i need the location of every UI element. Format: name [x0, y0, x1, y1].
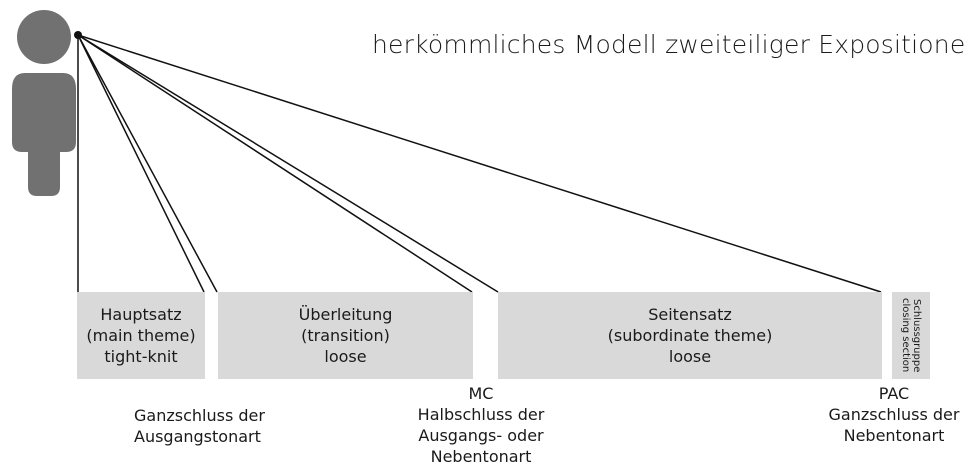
- section-hauptsatz: Hauptsatz (main theme) tight-knit: [77, 292, 205, 379]
- diagram-title: herkömmliches Modell zweiteiliger Exposi…: [372, 30, 968, 59]
- cadence-line: Ganzschluss der: [828, 405, 960, 424]
- cadence-line: Halbschluss der: [417, 405, 545, 424]
- line-to-seitensatz-start: [77, 34, 499, 293]
- section-label: Schlussgruppe: [911, 298, 922, 373]
- section-character: loose: [324, 347, 367, 366]
- line-to-ueberleitung-start: [77, 34, 218, 293]
- cadence-line: Ausgangstonart: [134, 427, 261, 446]
- section-character: loose: [668, 347, 712, 366]
- section-label: Überleitung: [298, 305, 393, 324]
- line-to-ueberleitung-end: [77, 34, 473, 293]
- section-character: tight-knit: [104, 347, 178, 366]
- cadence-line: Ganzschluss der: [134, 406, 265, 425]
- cadence-line: Nebentonart: [430, 447, 532, 466]
- section-translation: (subordinate theme): [607, 326, 773, 345]
- section-translation: closing section: [900, 298, 911, 373]
- section-translation: (main theme): [86, 326, 196, 345]
- cadence-abbreviation: PAC: [878, 384, 910, 403]
- viewpoint-dot: [74, 31, 82, 39]
- line-to-seitensatz-end: [77, 34, 882, 293]
- cadence-line: Ausgangs- oder: [418, 426, 544, 445]
- cadence-tonic-pac: Ganzschluss der Ausgangstonart: [134, 405, 265, 447]
- cadence-secondary-pac: PAC Ganzschluss der Nebentonart: [823, 383, 965, 446]
- cadence-medial-caesura: MC Halbschluss der Ausgangs- oder Nebent…: [416, 383, 546, 467]
- section-schlussgruppe: Schlussgruppe closing section: [892, 292, 930, 379]
- cadence-abbreviation: MC: [468, 384, 494, 403]
- section-seitensatz: Seitensatz (subordinate theme) loose: [498, 292, 882, 379]
- person-silhouette-icon: [12, 10, 76, 196]
- section-label: Seitensatz: [648, 305, 732, 324]
- line-to-hauptsatz-end: [77, 34, 205, 293]
- section-translation: (transition): [301, 326, 390, 345]
- perspective-lines: [77, 34, 882, 293]
- cadence-line: Nebentonart: [843, 426, 945, 445]
- section-label: Hauptsatz: [100, 305, 182, 324]
- section-ueberleitung: Überleitung (transition) loose: [218, 292, 473, 379]
